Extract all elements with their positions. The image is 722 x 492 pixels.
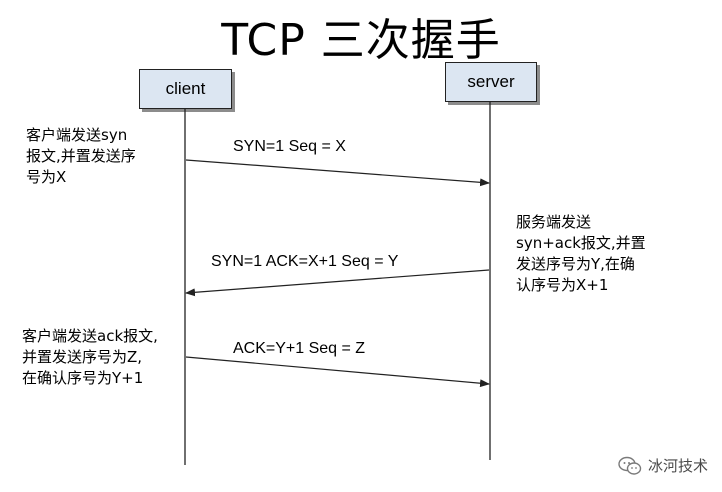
syn-ack-message-label: SYN=1 ACK=X+1 Seq = Y bbox=[211, 253, 399, 270]
syn-arrow bbox=[185, 159, 490, 187]
server-syn-ack-note: 服务端发送 syn+ack报文,并置 发送序号为Y,在确 认序号为X+1 bbox=[516, 213, 646, 294]
client-node: client bbox=[139, 69, 232, 109]
client-syn-note: 客户端发送syn 报文,并置发送序 号为X bbox=[26, 126, 136, 186]
syn-ack-arrow bbox=[185, 269, 490, 297]
ack-arrow bbox=[185, 356, 490, 388]
server-node-label: server bbox=[467, 72, 515, 91]
client-ack-note: 客户端发送ack报文, 并置发送序号为Z, 在确认序号为Y+1 bbox=[22, 327, 158, 387]
client-node-label: client bbox=[165, 79, 206, 98]
watermark: 冰河技术 bbox=[618, 455, 708, 476]
wechat-icon bbox=[618, 456, 642, 475]
server-node: server bbox=[445, 62, 537, 102]
ack-message-label: ACK=Y+1 Seq = Z bbox=[233, 340, 366, 357]
diagram-title: TCP 三次握手 bbox=[221, 15, 501, 66]
syn-message-label: SYN=1 Seq = X bbox=[233, 138, 346, 155]
watermark-text: 冰河技术 bbox=[647, 457, 708, 475]
